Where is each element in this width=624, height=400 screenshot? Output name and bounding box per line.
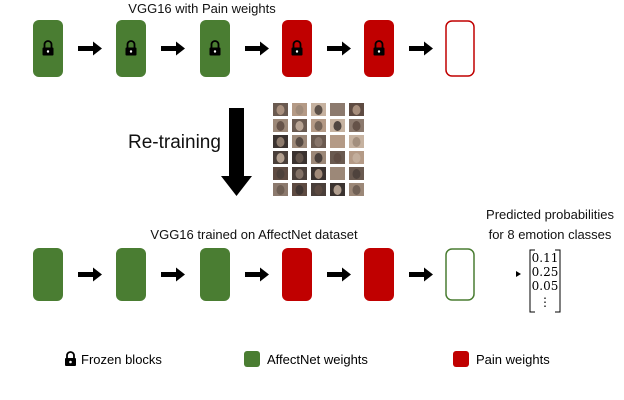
bottom-block-2	[116, 248, 146, 301]
lock-icon	[209, 40, 221, 56]
lock-icon	[65, 351, 76, 366]
bottom-arrow-3	[245, 267, 269, 282]
vector-bracket-left	[529, 249, 535, 313]
bottom-block-4	[282, 248, 312, 301]
top-pipeline-title: VGG16 with Pain weights	[128, 1, 276, 16]
legend-frozen-label: Frozen blocks	[81, 351, 162, 367]
bottom-pipeline-title: VGG16 trained on AffectNet dataset	[150, 227, 358, 242]
top-arrow-4	[327, 41, 351, 56]
retraining-label: Re-training	[128, 132, 221, 153]
legend-affectnet: AffectNet weights	[244, 350, 368, 368]
top-arrow-2	[161, 41, 185, 56]
probability-value: 0.05	[531, 279, 559, 293]
bottom-output-block	[445, 248, 475, 301]
output-label-line1: Predicted probabilities	[486, 207, 614, 222]
bottom-arrow-1	[78, 267, 102, 282]
legend-frozen: Frozen blocks	[64, 350, 162, 368]
probability-value: ⋮	[539, 295, 551, 309]
top-output-block	[445, 20, 475, 77]
probability-value: 0.25	[531, 265, 559, 279]
lock-icon	[125, 40, 137, 56]
legend-pain-label: Pain weights	[476, 351, 550, 367]
legend-affectnet-label: AffectNet weights	[267, 351, 368, 367]
retraining-arrow	[221, 108, 252, 196]
top-arrow-1	[78, 41, 102, 56]
top-arrow-3	[245, 41, 269, 56]
lock-icon	[42, 40, 54, 56]
bottom-arrow-5	[409, 267, 433, 282]
bottom-block-1	[33, 248, 63, 301]
bottom-block-3	[200, 248, 230, 301]
lock-icon	[373, 40, 385, 56]
output-label-line2: for 8 emotion classes	[488, 227, 612, 242]
lock-icon	[291, 40, 303, 56]
pointer-icon	[516, 271, 521, 277]
legend-pain: Pain weights	[453, 350, 550, 368]
vector-bracket-right	[555, 249, 561, 313]
top-arrow-5	[409, 41, 433, 56]
bottom-arrow-2	[161, 267, 185, 282]
pain-swatch	[453, 351, 469, 367]
bottom-arrow-4	[327, 267, 351, 282]
face-grid-image	[273, 103, 364, 196]
probability-value: 0.11	[531, 251, 559, 265]
bottom-block-5	[364, 248, 394, 301]
affectnet-swatch	[244, 351, 260, 367]
